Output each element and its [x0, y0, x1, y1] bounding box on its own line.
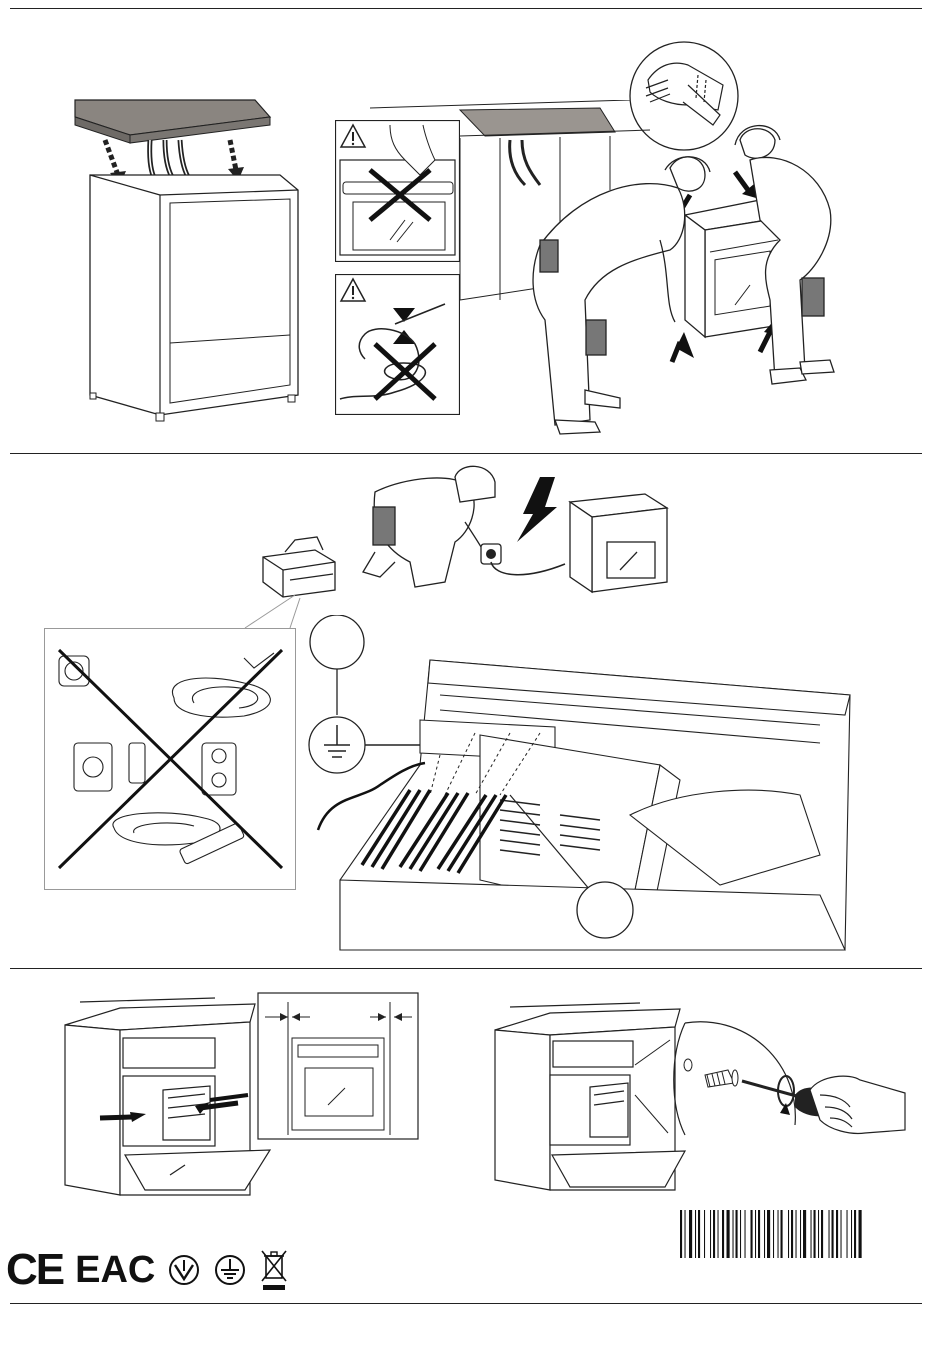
- ukraine-mark-icon: [167, 1253, 201, 1287]
- gap-measurement-scene: [60, 990, 420, 1200]
- toolbox-icon: [263, 537, 335, 597]
- section-divider-2: [10, 968, 922, 969]
- screw-mounting-scene: [490, 995, 910, 1195]
- screw-icon: [705, 1070, 738, 1087]
- oven-icon: [570, 494, 667, 592]
- eac-mark: EAC: [75, 1251, 155, 1289]
- ground-icon: [309, 717, 365, 773]
- lightning-icon: [517, 477, 557, 542]
- worker-icon: [363, 466, 495, 587]
- lifting-scene: [360, 100, 860, 440]
- weee-bin-icon: [259, 1248, 289, 1292]
- grounding-diagram: [300, 615, 860, 955]
- bottom-rule: [10, 1303, 922, 1304]
- no-extensions-box: [44, 628, 296, 890]
- cabinet-icon: [70, 95, 310, 425]
- barcode: [680, 1210, 918, 1258]
- certification-marks: CE EAC: [6, 1245, 289, 1295]
- section-divider-1: [10, 453, 922, 454]
- cabinet-illustration: [70, 95, 310, 425]
- ground-symbol-icon: [213, 1253, 247, 1287]
- top-rule: [10, 8, 922, 9]
- electrician-scene: [255, 462, 685, 612]
- ce-mark: CE: [6, 1248, 63, 1292]
